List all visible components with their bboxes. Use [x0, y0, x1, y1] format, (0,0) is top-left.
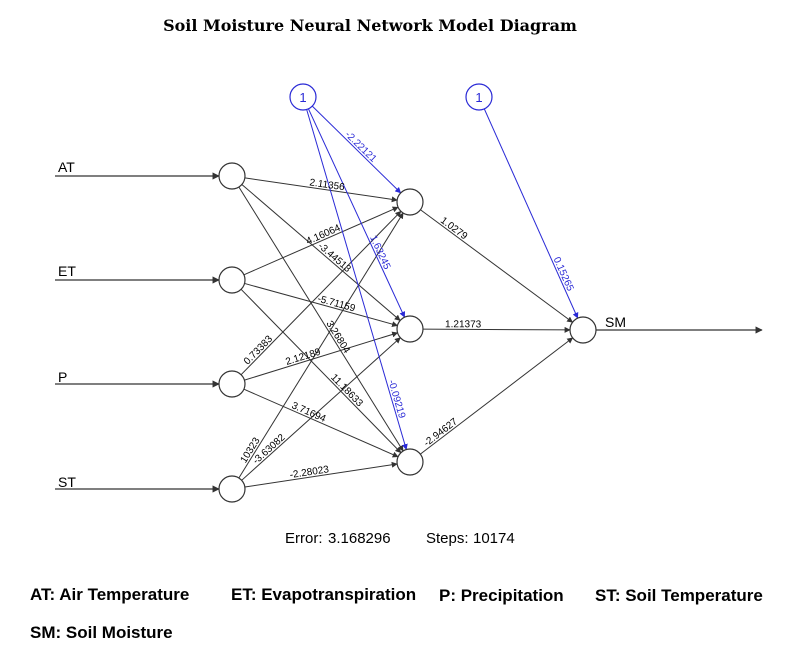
steps-value: 10174 — [473, 530, 515, 547]
weight-label-at-h1: 2.11356 — [309, 177, 346, 193]
edge-et-h1 — [243, 206, 399, 276]
hidden-node-3 — [396, 448, 424, 476]
input-label-at: AT — [58, 159, 75, 175]
bias-node-2 — [465, 83, 493, 111]
edge-st-h2 — [241, 337, 401, 481]
error-value: 3.168296 — [328, 530, 391, 547]
edge-b1-h3 — [306, 109, 408, 451]
weight-label-b2-o: 0.15265 — [551, 255, 576, 293]
edge-b1-h1 — [311, 105, 402, 194]
edge-h3-o — [420, 337, 574, 455]
input-label-st: ST — [58, 474, 76, 490]
weight-label-p-h2: 2.12189 — [284, 347, 322, 368]
legend-sm: SM: Soil Moisture — [30, 623, 173, 642]
weight-label-b1-h2: 1.63245 — [367, 234, 392, 272]
weight-label-at-h3: 3.26804 — [323, 319, 352, 356]
error-label: Error: — [285, 530, 323, 547]
edge-p-h1 — [240, 210, 402, 376]
weight-label-h1-o: 1.0279 — [438, 215, 469, 242]
input-node-st — [218, 475, 246, 503]
input-label-p: P — [58, 369, 67, 385]
weight-label-p-h1: 0.73383 — [242, 333, 275, 367]
diagram-title: Soil Moisture Neural Network Model Diagr… — [163, 16, 577, 35]
weight-label-b1-h3: -0.09219 — [385, 379, 407, 420]
weight-label-h3-o: -2.94627 — [422, 416, 460, 449]
weight-label-at-h2: -3.44513 — [316, 241, 353, 275]
edge-p-h3 — [243, 388, 399, 458]
input-node-at — [218, 162, 246, 190]
edge-et-h2 — [244, 282, 399, 328]
edge-at-h1 — [244, 177, 398, 203]
edge-b2-o — [483, 108, 579, 319]
steps-label: Steps: — [426, 530, 469, 547]
weight-label-et-h3: 11.18633 — [328, 372, 365, 409]
edge-b1-h2 — [307, 108, 406, 318]
edge-et-h3 — [240, 288, 402, 454]
bias-node-1 — [289, 83, 317, 111]
weight-label-h2-o: 1.21373 — [445, 319, 482, 330]
edges-layer — [55, 105, 763, 493]
edge-h1-o — [420, 209, 574, 323]
input-node-et — [218, 266, 246, 294]
legend-p: P: Precipitation — [439, 586, 564, 605]
edge-at-h3 — [238, 186, 404, 452]
edge-st-h3 — [244, 461, 398, 488]
output-label: SM — [605, 314, 626, 330]
legend-st: ST: Soil Temperature — [595, 586, 763, 605]
input-node-p — [218, 370, 246, 398]
hidden-node-1 — [396, 188, 424, 216]
bias-node-2-label: 1 — [475, 90, 482, 105]
hidden-node-2 — [396, 315, 424, 343]
edge-p-h2 — [244, 331, 399, 381]
edge-st-h1 — [238, 212, 404, 479]
bias-node-1-label: 1 — [299, 90, 306, 105]
weight-label-st-h3: -2.28023 — [289, 464, 330, 481]
labels-layer: 2.11356-3.445133.268044.16064-5.7115911.… — [58, 129, 626, 490]
weight-label-b1-h1: -2.22121 — [343, 129, 379, 165]
output-node — [569, 316, 597, 344]
legend-et: ET: Evapotranspiration — [231, 585, 417, 604]
weight-label-p-h3: 3.71694 — [290, 400, 328, 425]
edge-h2-o — [422, 326, 571, 333]
input-label-et: ET — [58, 263, 76, 279]
edge-at-h2 — [241, 184, 401, 321]
legend-at: AT: Air Temperature — [30, 585, 190, 604]
